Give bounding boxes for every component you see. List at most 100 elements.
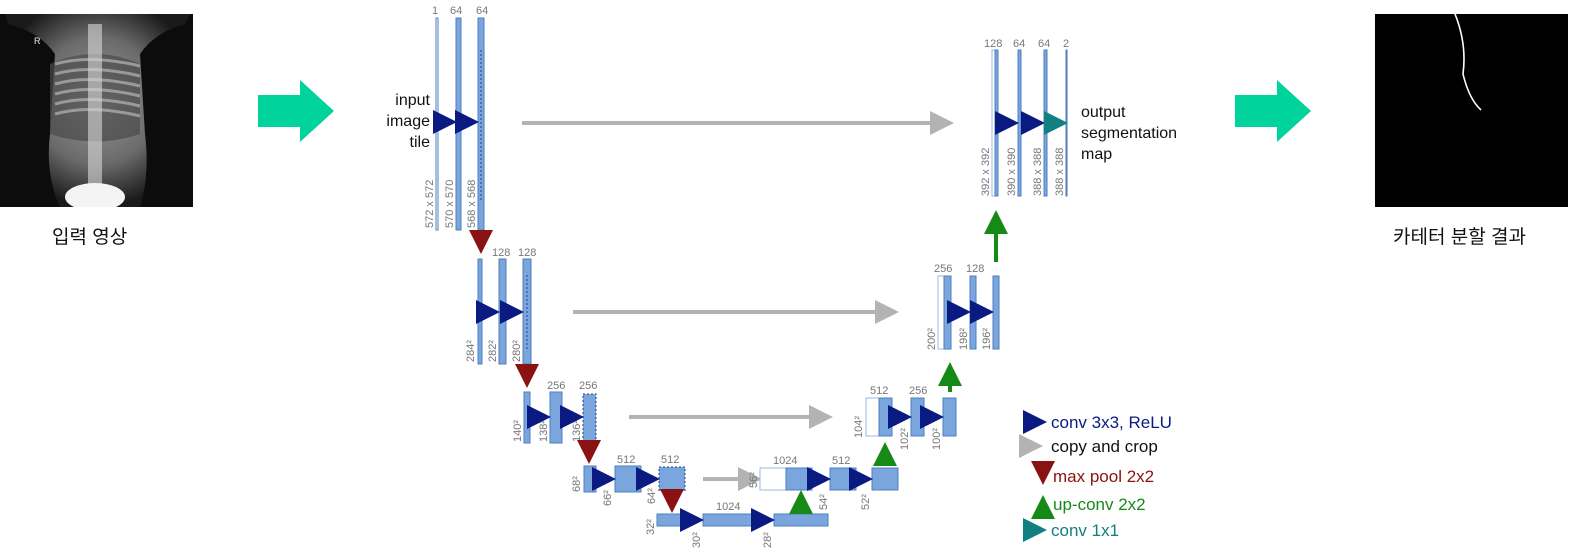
- feature-map-block: [583, 465, 597, 493]
- feature-map-block: [942, 397, 957, 437]
- encoder-level-3: 256 256 140² 138² 136²: [512, 380, 833, 464]
- channel-label: 512: [832, 455, 850, 467]
- input-label-line: tile: [410, 134, 431, 151]
- feature-map-block: [943, 275, 952, 350]
- output-label-line: map: [1081, 146, 1112, 163]
- feature-map-block: [871, 467, 899, 491]
- channel-label: 64: [476, 5, 488, 17]
- feature-map-block: [829, 467, 857, 491]
- encoder-level-2: 128 128 284² 282² 280²: [465, 247, 899, 388]
- input-xray-image: R: [0, 14, 193, 207]
- decoder-level-2: 256 128 200² 198² 196²: [926, 210, 1008, 350]
- crop-region-block: [582, 393, 597, 442]
- feature-map-block: [477, 258, 483, 365]
- crop-region-block: [658, 466, 686, 492]
- size-label: 392 x 392: [980, 148, 992, 196]
- legend-conv1x1-label: conv 1x1: [1051, 521, 1119, 540]
- copied-feature-block: [865, 397, 880, 437]
- size-label: 64²: [646, 488, 658, 504]
- size-label: 30²: [691, 532, 703, 548]
- channel-label: 256: [579, 380, 597, 392]
- input-tile-block: [435, 17, 439, 231]
- feature-map-block: [994, 49, 999, 197]
- encoder-level-4: 512 512 68² 66² 64²: [571, 454, 762, 513]
- channel-label: 256: [909, 385, 927, 397]
- feature-map-block: [992, 275, 1000, 350]
- size-label: 200²: [926, 328, 938, 350]
- copied-feature-block: [759, 467, 787, 491]
- legend-upconv-label: up-conv 2x2: [1053, 495, 1146, 514]
- output-label-line: output: [1081, 104, 1126, 121]
- output-caption: 카테터 분할 결과: [1393, 227, 1526, 248]
- size-label: 570 x 570: [444, 180, 456, 228]
- output-map-block: [1065, 49, 1068, 197]
- feature-map-block: [498, 258, 507, 365]
- channel-label: 512: [617, 454, 635, 466]
- legend-copy-label: copy and crop: [1051, 437, 1158, 456]
- output-label-line: segmentation: [1081, 125, 1177, 142]
- xray-marker: R: [34, 36, 41, 46]
- feature-map-block: [614, 465, 642, 493]
- channel-label: 64: [450, 5, 462, 17]
- legend: conv 3x3, ReLU copy and crop max pool 2x…: [1019, 410, 1172, 542]
- size-label: 136²: [571, 420, 583, 442]
- size-label: 32²: [645, 519, 657, 535]
- channel-label: 1024: [773, 455, 797, 467]
- size-label: 100²: [931, 428, 943, 450]
- channel-label: 1: [432, 5, 438, 17]
- feature-map-block: [773, 513, 829, 527]
- size-label: 568 x 568: [466, 180, 478, 228]
- channel-label: 2: [1063, 38, 1069, 50]
- channel-label: 1024: [716, 501, 740, 513]
- size-label: 284²: [465, 340, 477, 362]
- channel-label: 128: [966, 263, 984, 275]
- size-label: 140²: [512, 420, 524, 442]
- size-label: 68²: [571, 476, 583, 492]
- feature-map-block: [1017, 49, 1022, 197]
- decoder-level-4: 1024 512 56² 54² 52²: [748, 442, 899, 510]
- size-label: 66²: [602, 490, 614, 506]
- right-flow-arrow-icon: [258, 80, 334, 142]
- size-label: 138²: [538, 420, 550, 442]
- feature-map-block: [910, 397, 925, 437]
- channel-label: 128: [492, 247, 510, 259]
- size-label: 56²: [748, 472, 760, 488]
- size-label: 54²: [818, 494, 830, 510]
- copied-feature-block: [937, 275, 945, 350]
- channel-label: 512: [870, 385, 888, 397]
- feature-map-block: [702, 513, 758, 527]
- channel-label: 64: [1038, 38, 1050, 50]
- bottleneck-level: 1024 32² 30² 28²: [645, 490, 829, 548]
- size-label: 572 x 572: [424, 180, 436, 228]
- channel-label: 512: [661, 454, 679, 466]
- channel-label: 128: [984, 38, 1002, 50]
- channel-label: 256: [547, 380, 565, 392]
- size-label: 198²: [958, 328, 970, 350]
- feature-map-block: [549, 391, 563, 444]
- output-segmentation-mask: [1375, 14, 1568, 207]
- feature-map-block: [656, 513, 686, 527]
- channel-label: 64: [1013, 38, 1025, 50]
- decoder-level-1: 128 64 64 2 392 x 392 390 x 390 388 x 38…: [980, 38, 1177, 197]
- feature-map-block: [1043, 49, 1048, 197]
- size-label: 280²: [511, 340, 523, 362]
- right-flow-arrow-icon: [1235, 80, 1311, 142]
- size-label: 104²: [853, 416, 865, 438]
- size-label: 388 x 388: [1032, 148, 1044, 196]
- encoder-level-1: 1 64 64 572 x 572 570 x 570 568 x 568 in…: [386, 5, 954, 254]
- feature-map-block: [878, 397, 893, 437]
- legend-pool-label: max pool 2x2: [1053, 467, 1154, 486]
- size-label: 390 x 390: [1006, 148, 1018, 196]
- decoder-level-3: 512 256 104² 102² 100²: [853, 362, 962, 450]
- size-label: 196²: [981, 328, 993, 350]
- size-label: 282²: [487, 340, 499, 362]
- size-label: 102²: [899, 428, 911, 450]
- size-label: 388 x 388: [1054, 148, 1066, 196]
- feature-map-block: [969, 275, 977, 350]
- input-caption: 입력 영상: [52, 227, 128, 248]
- input-label-line: input: [395, 92, 430, 109]
- size-label: 52²: [860, 494, 872, 510]
- feature-map-block: [523, 391, 531, 444]
- channel-label: 256: [934, 263, 952, 275]
